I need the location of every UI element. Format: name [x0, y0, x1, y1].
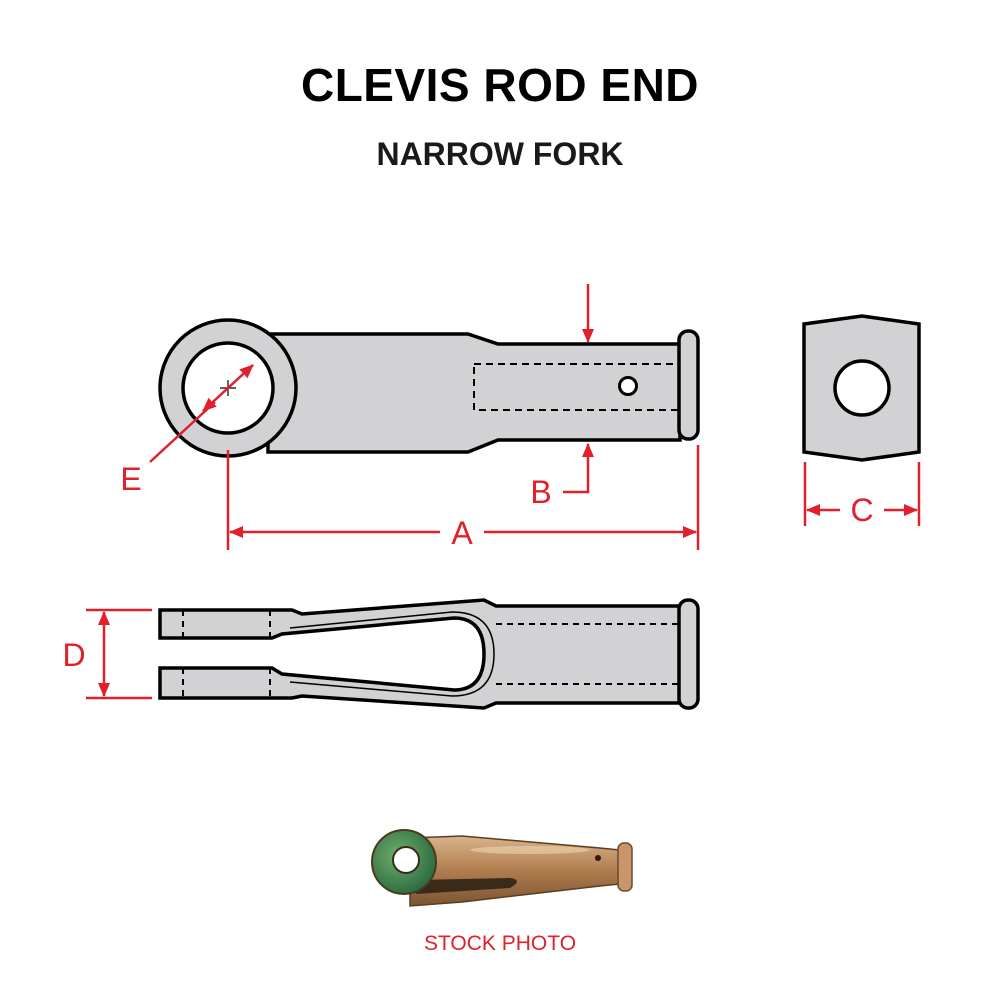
dim-a-label: A [451, 515, 473, 551]
top-view [158, 318, 700, 458]
stock-photo [371, 829, 633, 907]
fork-tines-hidden-lines [182, 610, 680, 698]
end-view [802, 314, 921, 462]
fork-body [158, 598, 682, 710]
page-title: CLEVIS ROD END [300, 59, 700, 111]
end-flange-side [677, 598, 700, 710]
dim-b-label: B [530, 474, 551, 510]
dim-e-arrow-inner-2 [227, 364, 254, 389]
dim-b-arrow-bottom [563, 443, 594, 494]
page-subtitle: NARROW FORK [376, 136, 624, 172]
fork-slot-hidden-line [289, 611, 495, 697]
dim-e-arrow-inner-1 [202, 387, 229, 412]
dimension-annotations: A B C D E [62, 284, 921, 700]
photo-eye-hole [392, 846, 420, 874]
end-view-bore [833, 359, 891, 417]
photo-end-flange [617, 842, 633, 892]
dim-c-label: C [850, 492, 873, 528]
photo-fork-slot [416, 878, 517, 894]
photo-caption: STOCK PHOTO [423, 932, 577, 955]
side-view [158, 598, 700, 710]
photo-highlight [470, 846, 590, 854]
dim-d-label: D [62, 637, 85, 673]
dim-e-leader [149, 401, 216, 463]
photo-cross-hole [595, 855, 601, 861]
cross-hole [618, 376, 638, 396]
end-flange-top [677, 329, 700, 441]
dim-e-label: E [120, 461, 141, 497]
